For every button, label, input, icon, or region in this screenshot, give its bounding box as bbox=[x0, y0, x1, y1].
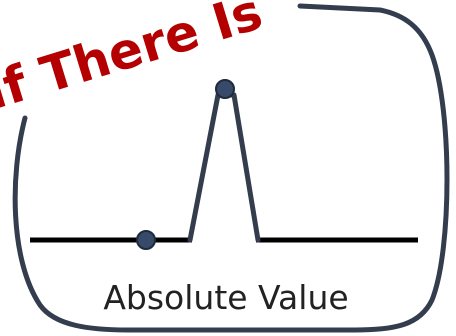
baseline-dot bbox=[136, 230, 156, 250]
banner-title: If There Is bbox=[0, 0, 269, 121]
peak-dot bbox=[215, 79, 235, 99]
spike-line bbox=[187, 92, 261, 243]
diagram-caption: Absolute Value bbox=[103, 278, 348, 317]
banner-backdrop bbox=[0, 0, 290, 125]
frame-outline bbox=[12, 3, 450, 333]
